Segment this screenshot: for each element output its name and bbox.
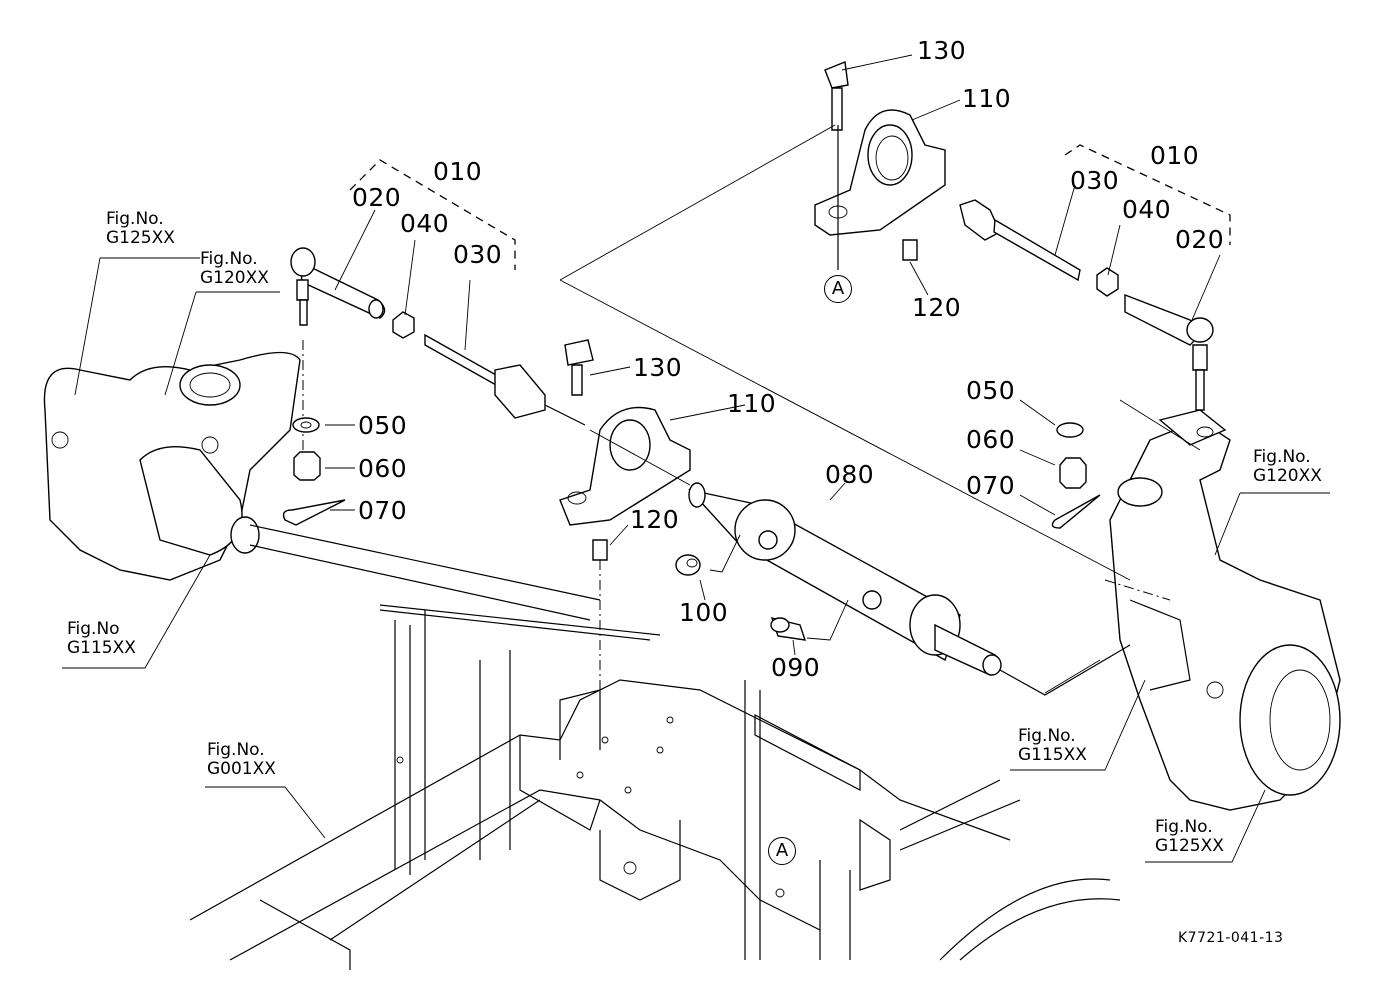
part-label-100: 100 — [679, 598, 729, 627]
figure-ref-g125xx: Fig.No. G125XX — [106, 209, 175, 248]
part-label-080: 080 — [825, 460, 875, 489]
part-label-020: 020 — [352, 183, 402, 212]
part-label-070: 070 — [966, 471, 1016, 500]
figure-ref-g125xx: Fig.No. G125XX — [1155, 817, 1224, 856]
part-label-130: 130 — [633, 353, 683, 382]
left-tie-rod — [282, 247, 586, 526]
right-tie-rod — [959, 199, 1214, 529]
right-knuckle-assembly — [1109, 409, 1341, 811]
part-label-030: 030 — [453, 240, 503, 269]
reference-mark-a: A — [824, 275, 852, 303]
part-label-090: 090 — [771, 653, 821, 682]
part-label-130: 130 — [917, 36, 967, 65]
middle-bracket-110 — [559, 339, 691, 740]
part-label-060: 060 — [358, 454, 408, 483]
left-knuckle-assembly — [43, 351, 601, 621]
frame-assembly — [189, 604, 1121, 970]
part-label-120: 120 — [912, 293, 962, 322]
part-label-010: 010 — [1150, 141, 1200, 170]
part-label-050: 050 — [358, 411, 408, 440]
part-label-050: 050 — [966, 376, 1016, 405]
reference-mark-a: A — [768, 837, 796, 865]
part-label-110: 110 — [962, 84, 1012, 113]
figure-ref-g001xx: Fig.No. G001XX — [207, 740, 276, 779]
steering-cylinder-080 — [688, 482, 1131, 696]
part-label-070: 070 — [358, 496, 408, 525]
part-label-110: 110 — [727, 389, 777, 418]
part-label-020: 020 — [1175, 225, 1225, 254]
drawing-code: K7721-041-13 — [1178, 930, 1284, 946]
leader-lines — [62, 54, 1330, 863]
figure-ref-g115xx: Fig.No G115XX — [67, 619, 136, 658]
fittings — [675, 554, 807, 641]
figure-ref-g120xx: Fig.No. G120XX — [200, 249, 269, 288]
part-label-030: 030 — [1070, 166, 1120, 195]
figure-ref-g120xx: Fig.No. G120XX — [1253, 447, 1322, 486]
figure-ref-g115xx: Fig.No. G115XX — [1018, 726, 1087, 765]
part-label-060: 060 — [966, 425, 1016, 454]
part-label-010: 010 — [433, 157, 483, 186]
part-label-040: 040 — [1122, 195, 1172, 224]
part-label-120: 120 — [630, 505, 680, 534]
upper-bracket-110 — [814, 61, 946, 270]
part-label-040: 040 — [400, 209, 450, 238]
